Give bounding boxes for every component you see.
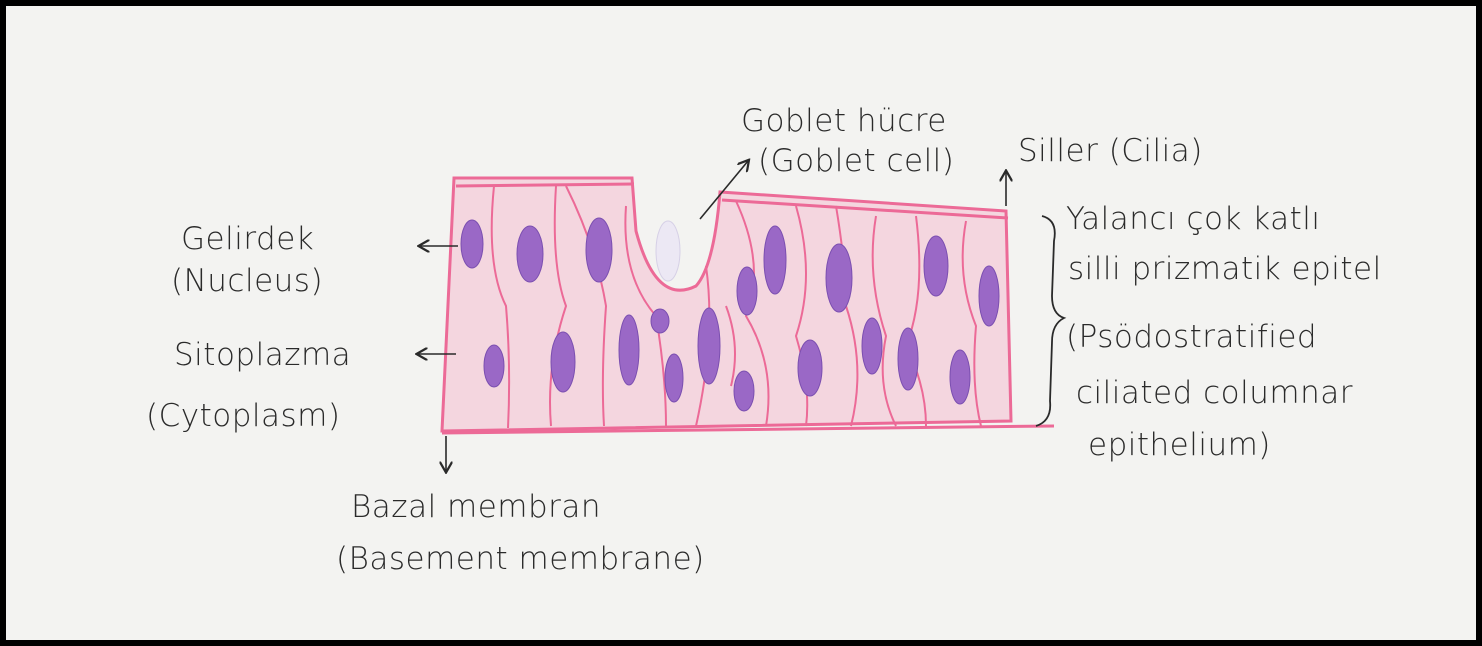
nucleus: [733, 370, 755, 412]
label-basal-en: (Basement membrane): [336, 541, 705, 577]
nucleus: [763, 225, 787, 295]
epithelium-outline: [440, 176, 1013, 433]
nuclei: [460, 217, 1000, 412]
nucleus: [978, 265, 1000, 327]
nucleus: [618, 314, 640, 386]
label-epithelium-tr-1: Yalancı çok katlı: [1066, 201, 1321, 237]
epithelium-drawing: [6, 6, 1067, 640]
paper-sheet: Goblet hücre (Goblet cell) Siller (Cilia…: [6, 6, 1476, 640]
nucleus: [949, 349, 971, 405]
label-cytoplasm-en: (Cytoplasm): [146, 398, 341, 434]
label-epithelium-tr-2: silli prizmatik epitel: [1068, 251, 1382, 287]
nucleus: [825, 243, 853, 313]
label-nucleus-en: (Nucleus): [171, 263, 324, 299]
nucleus: [483, 344, 505, 388]
pointer-arrows: [418, 161, 1006, 471]
label-epithelium-en-2: ciliated columnar: [1076, 375, 1353, 411]
nucleus: [697, 307, 721, 385]
nucleus: [664, 353, 684, 403]
label-cytoplasm-tr: Sitoplazma: [174, 337, 352, 373]
label-goblet-en: (Goblet cell): [758, 143, 955, 179]
label-cilia: Siller (Cilia): [1018, 133, 1203, 169]
basement-membrane-line: [441, 424, 1055, 435]
nucleus: [550, 331, 576, 393]
label-basal-tr: Bazal membran: [351, 489, 602, 525]
nucleus: [923, 235, 949, 297]
nucleus: [585, 217, 613, 283]
label-nucleus-tr: Gelirdek: [181, 221, 315, 257]
nucleus: [897, 327, 919, 391]
label-goblet-tr: Goblet hücre: [741, 103, 947, 139]
cilia-border-left: [455, 182, 635, 188]
goblet-arrow: [699, 161, 748, 220]
nucleus: [797, 339, 823, 397]
nucleus: [460, 219, 484, 269]
epithelium-block: [440, 176, 1055, 435]
label-epithelium-en-1: (Psödostratified: [1066, 319, 1318, 355]
nucleus: [861, 317, 883, 375]
epithelium-bracket: [1035, 215, 1067, 427]
nucleus: [736, 266, 758, 316]
cilia-border-right: [721, 198, 1009, 220]
goblet-vacuole: [655, 220, 681, 282]
nucleus: [516, 225, 544, 283]
label-epithelium-en-3: epithelium): [1088, 427, 1271, 463]
nucleus: [650, 308, 670, 334]
